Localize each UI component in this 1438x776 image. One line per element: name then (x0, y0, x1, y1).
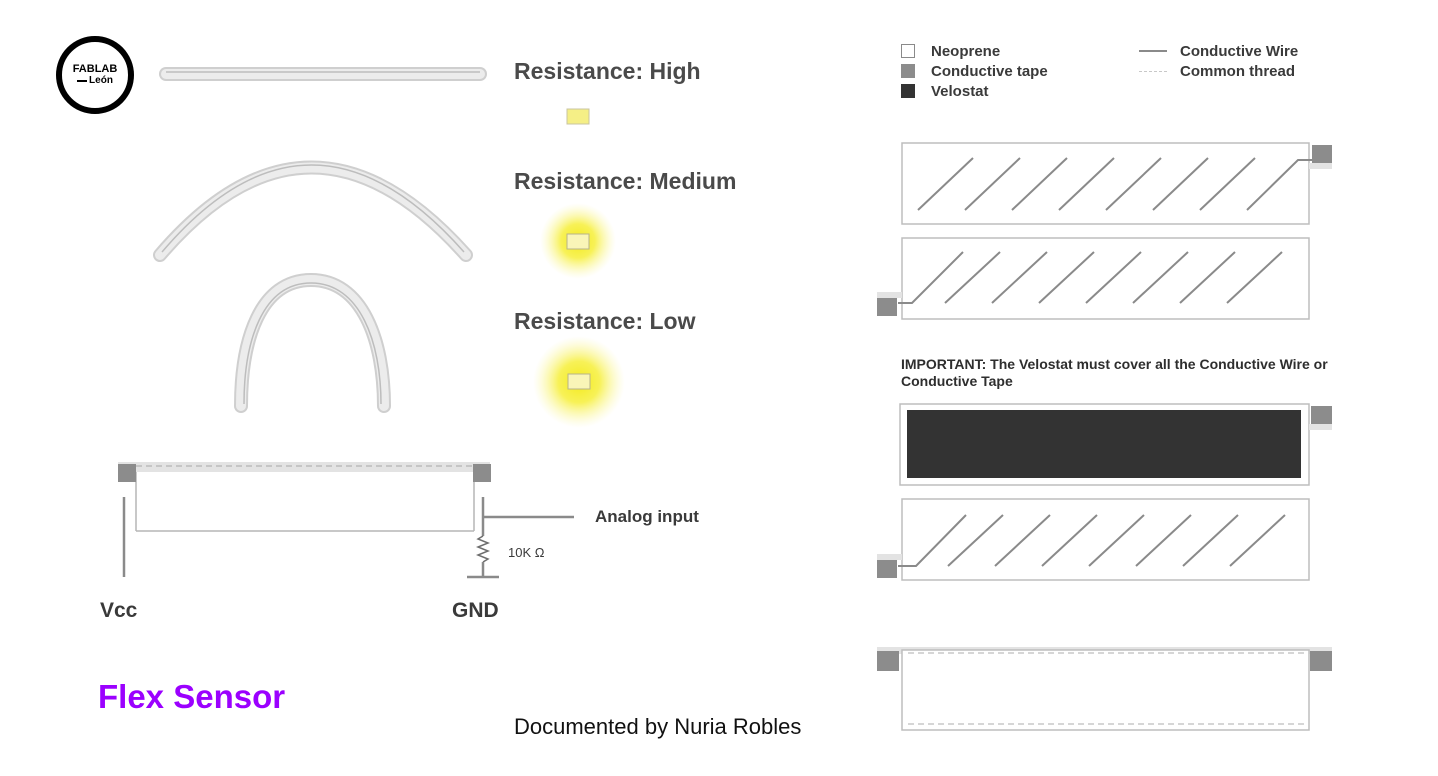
construction-drawing (877, 142, 1332, 731)
led-bright (533, 336, 625, 428)
fablab-logo: FABLAB León (56, 36, 134, 114)
resistance-medium-label: Resistance: Medium (514, 168, 737, 194)
layer-top-wire (901, 142, 1332, 225)
layer-bottom-wire-2 (877, 498, 1310, 581)
legend-velostat: Velostat (931, 83, 989, 100)
resistance-high-label: Resistance: High (514, 58, 701, 84)
legend-common-thread: Common thread (1180, 63, 1296, 80)
resistance-low-label: Resistance: Low (514, 308, 696, 334)
sensor-circuit (118, 462, 574, 579)
legend-conductive-wire: Conductive Wire (1180, 43, 1299, 60)
conductive-wire-swatch (1139, 50, 1167, 52)
diagram-title: Flex Sensor (98, 678, 286, 715)
sensor-straight (159, 67, 487, 81)
conductive-tape-swatch (901, 64, 915, 78)
credit-text: Documented by Nuria Robles (514, 714, 802, 739)
velostat-swatch (901, 84, 915, 98)
analog-input-label: Analog input (595, 507, 699, 526)
neoprene-swatch (901, 44, 915, 58)
led-medium (540, 203, 616, 279)
vcc-label: Vcc (100, 599, 138, 622)
layer-bottom-wire (877, 237, 1310, 320)
resistor-label: 10K Ω (508, 545, 545, 560)
led-off (566, 108, 590, 125)
logo-line1: FABLAB (72, 63, 118, 75)
important-note: IMPORTANT: The Velostat must cover all t… (901, 356, 1328, 389)
layer-assembled (877, 647, 1332, 731)
sensor-high-bend (234, 272, 391, 413)
flex-sensor-drawing (118, 67, 625, 579)
logo-line2: León (89, 75, 113, 86)
layer-velostat (899, 403, 1332, 486)
gnd-label: GND (452, 599, 499, 622)
legend-conductive-tape: Conductive tape (931, 63, 1048, 80)
legend-neoprene: Neoprene (931, 43, 1001, 60)
common-thread-swatch (1139, 71, 1167, 72)
sensor-medium-bend (153, 160, 473, 262)
logo-dash (77, 79, 88, 82)
